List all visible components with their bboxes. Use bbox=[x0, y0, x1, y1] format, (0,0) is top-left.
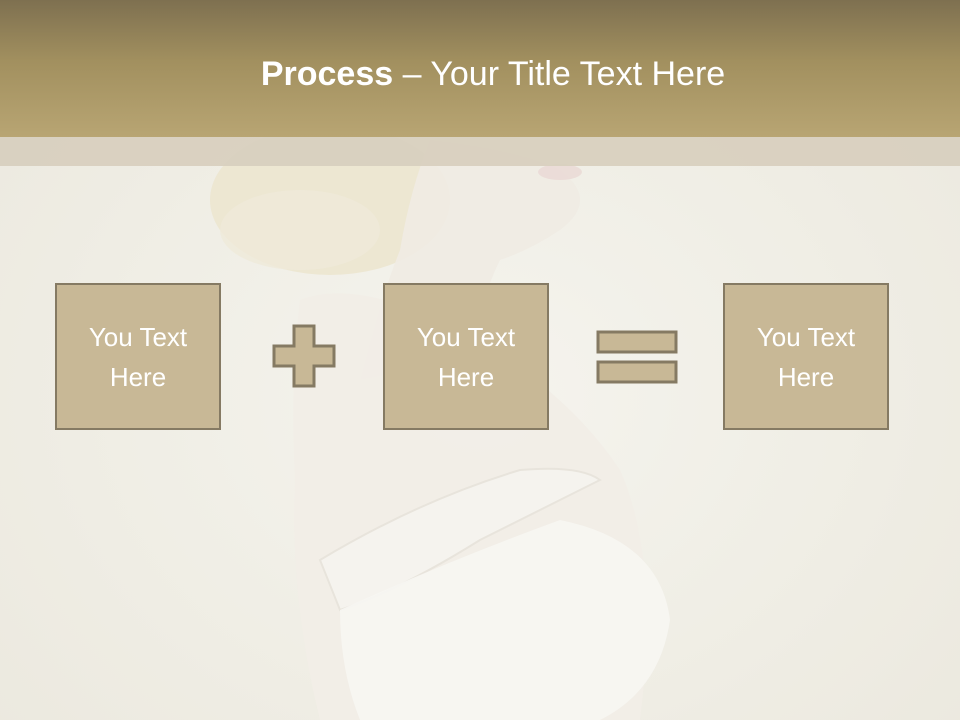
slide-title[interactable]: Process – Your Title Text Here bbox=[0, 52, 960, 96]
process-box-1-label: You Text Here bbox=[88, 321, 188, 392]
process-box-3[interactable]: You Text Here bbox=[723, 283, 889, 430]
process-box-2-label: You Text Here bbox=[416, 321, 516, 392]
process-box-3-label: You Text Here bbox=[756, 321, 856, 392]
title-bar-band bbox=[0, 137, 960, 166]
plus-icon bbox=[272, 324, 336, 388]
title-rest: – Your Title Text Here bbox=[393, 55, 726, 93]
process-box-1[interactable]: You Text Here bbox=[55, 283, 221, 430]
equals-icon bbox=[596, 330, 678, 384]
title-bold: Process bbox=[260, 55, 394, 93]
process-box-2[interactable]: You Text Here bbox=[383, 283, 549, 430]
title-bar bbox=[0, 0, 960, 137]
